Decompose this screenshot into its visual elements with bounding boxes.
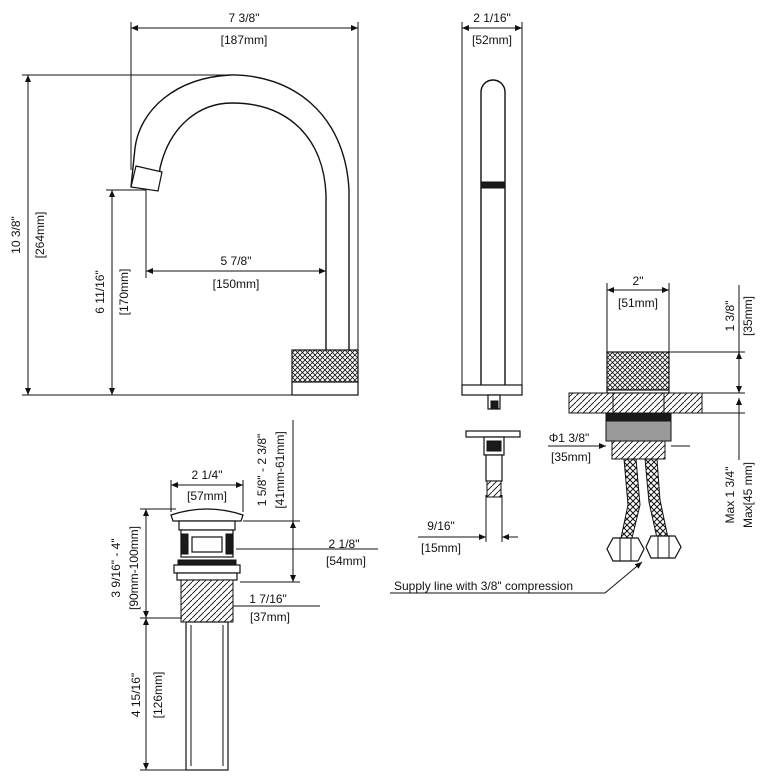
spout-tip [130, 165, 163, 192]
drain-flange [178, 520, 236, 531]
dim-label-in: 1 5/8" - 2 3/8" [255, 434, 269, 507]
dim-spout-height: 6 11/16" [170mm] [93, 189, 146, 395]
dim-total-height: 10 3/8" [264mm] [9, 74, 292, 396]
side-washer [465, 430, 521, 438]
dim-label-in: 1 3/8" [723, 301, 737, 332]
front-view-faucet [130, 74, 359, 396]
dim-label-mm: [15mm] [421, 541, 461, 555]
faucet-base-plate [291, 381, 359, 396]
dim-label-mm: [54mm] [326, 554, 366, 568]
hose-nut-left [606, 537, 645, 562]
hose-nut-right [645, 535, 682, 559]
dim-spout-width: 7 3/8" [187mm] [130, 11, 359, 350]
dim-label-in: 2 1/8" [329, 537, 360, 551]
dim-label-mm: [150mm] [213, 277, 260, 291]
drain-nut [173, 564, 241, 574]
dim-label-in: 5 7/8" [221, 254, 252, 268]
dim-connector: 9/16" [15mm] [418, 495, 518, 555]
side-base-plate [461, 384, 523, 396]
dim-label-mm: [52mm] [472, 33, 512, 47]
spout-outer-curve [130, 74, 350, 350]
install-tail [611, 440, 666, 460]
dim-label-mm: [51mm] [618, 296, 658, 310]
pop-up-drain [170, 508, 244, 771]
spout-inner-curve [157, 102, 327, 350]
dim-label-in: 7 3/8" [229, 11, 260, 25]
dim-tail-length: 4 15/16" [126mm] [129, 618, 186, 771]
dim-label-in: Max 1 3/4" [723, 467, 737, 524]
dim-label-mm: [264mm] [33, 212, 47, 259]
dim-label-mm: [90mm-100mm] [127, 526, 141, 610]
supply-line-callout: Supply line with 3/8" compression [390, 561, 643, 594]
side-nut [490, 400, 499, 410]
dim-side-width: 2 1/16" [52mm] [461, 11, 523, 385]
supply-note: Supply line with 3/8" compression [394, 579, 573, 593]
dim-label-in: 1 7/16" [249, 592, 287, 606]
dim-deck-thickness: Max 1 3/4" Max[45 mm] [723, 398, 755, 528]
dim-label-mm: [170mm] [117, 269, 131, 316]
drain-window [191, 536, 223, 553]
dim-label-mm: [35mm] [551, 450, 591, 464]
drain-thread [180, 579, 234, 623]
dim-base-height: 1 3/8" [35mm] [669, 285, 755, 414]
dim-label-in: 9/16" [427, 519, 455, 533]
supply-hose-right [644, 458, 669, 539]
deck-right [663, 392, 703, 414]
side-spout-aerator [480, 181, 506, 189]
side-stem-ring [486, 440, 502, 452]
drain-body-dark-left [180, 533, 189, 555]
drain-cap [170, 508, 244, 522]
install-nut [605, 420, 672, 442]
dim-label-mm: [57mm] [187, 489, 227, 503]
dim-label-in: 10 3/8" [9, 216, 23, 254]
drain-gasket [177, 559, 237, 566]
dim-drain-thread: 1 7/16" [37mm] [233, 592, 320, 624]
dim-label-mm: [37mm] [250, 610, 290, 624]
side-spout-body [480, 79, 506, 385]
dim-drain-height: 3 9/16" - 4" [90mm-100mm] [109, 508, 182, 619]
dim-label-in: 3 9/16" - 4" [109, 538, 123, 597]
dim-label-mm: [187mm] [221, 33, 268, 47]
dim-base-width: 2" [51mm] [606, 274, 670, 352]
dim-label-in: 2" [633, 274, 644, 288]
install-gasket [605, 412, 672, 422]
dim-hole-diameter: Φ1 3/8" [35mm] [548, 431, 690, 464]
dim-label-in: 2 1/4" [192, 468, 223, 482]
dim-label-mm: [41mm-61mm] [273, 431, 287, 508]
install-detail [568, 351, 703, 562]
dim-label-in: 4 15/16" [129, 673, 143, 717]
dim-label-in: Φ1 3/8" [549, 431, 590, 445]
dim-label-mm: [35mm] [741, 296, 755, 336]
dim-drain-cap: 2 1/4" [57mm] [170, 468, 244, 512]
dim-drain-adjust: 1 5/8" - 2 3/8" [41mm-61mm] [240, 420, 300, 583]
supply-hose-left [620, 458, 641, 539]
dim-label-in: 6 11/16" [93, 270, 107, 313]
faucet-base-knurled [291, 349, 359, 383]
deck-left [568, 392, 614, 414]
dim-label-in: 2 1/16" [473, 11, 511, 25]
install-base-knurled [606, 351, 670, 391]
dim-drain-body: 2 1/8" [54mm] [236, 537, 378, 568]
drain-washer [176, 572, 238, 581]
dim-label-mm: [126mm] [151, 672, 165, 719]
dim-label-mm: Max[45 mm] [741, 462, 755, 528]
dim-spout-reach: 5 7/8" [150mm] [145, 190, 327, 291]
side-connector-thread [486, 480, 502, 498]
side-view-faucet [461, 79, 523, 498]
drain-tailpiece [185, 621, 229, 771]
side-connector [485, 454, 503, 482]
drain-body-dark-right [225, 533, 234, 555]
